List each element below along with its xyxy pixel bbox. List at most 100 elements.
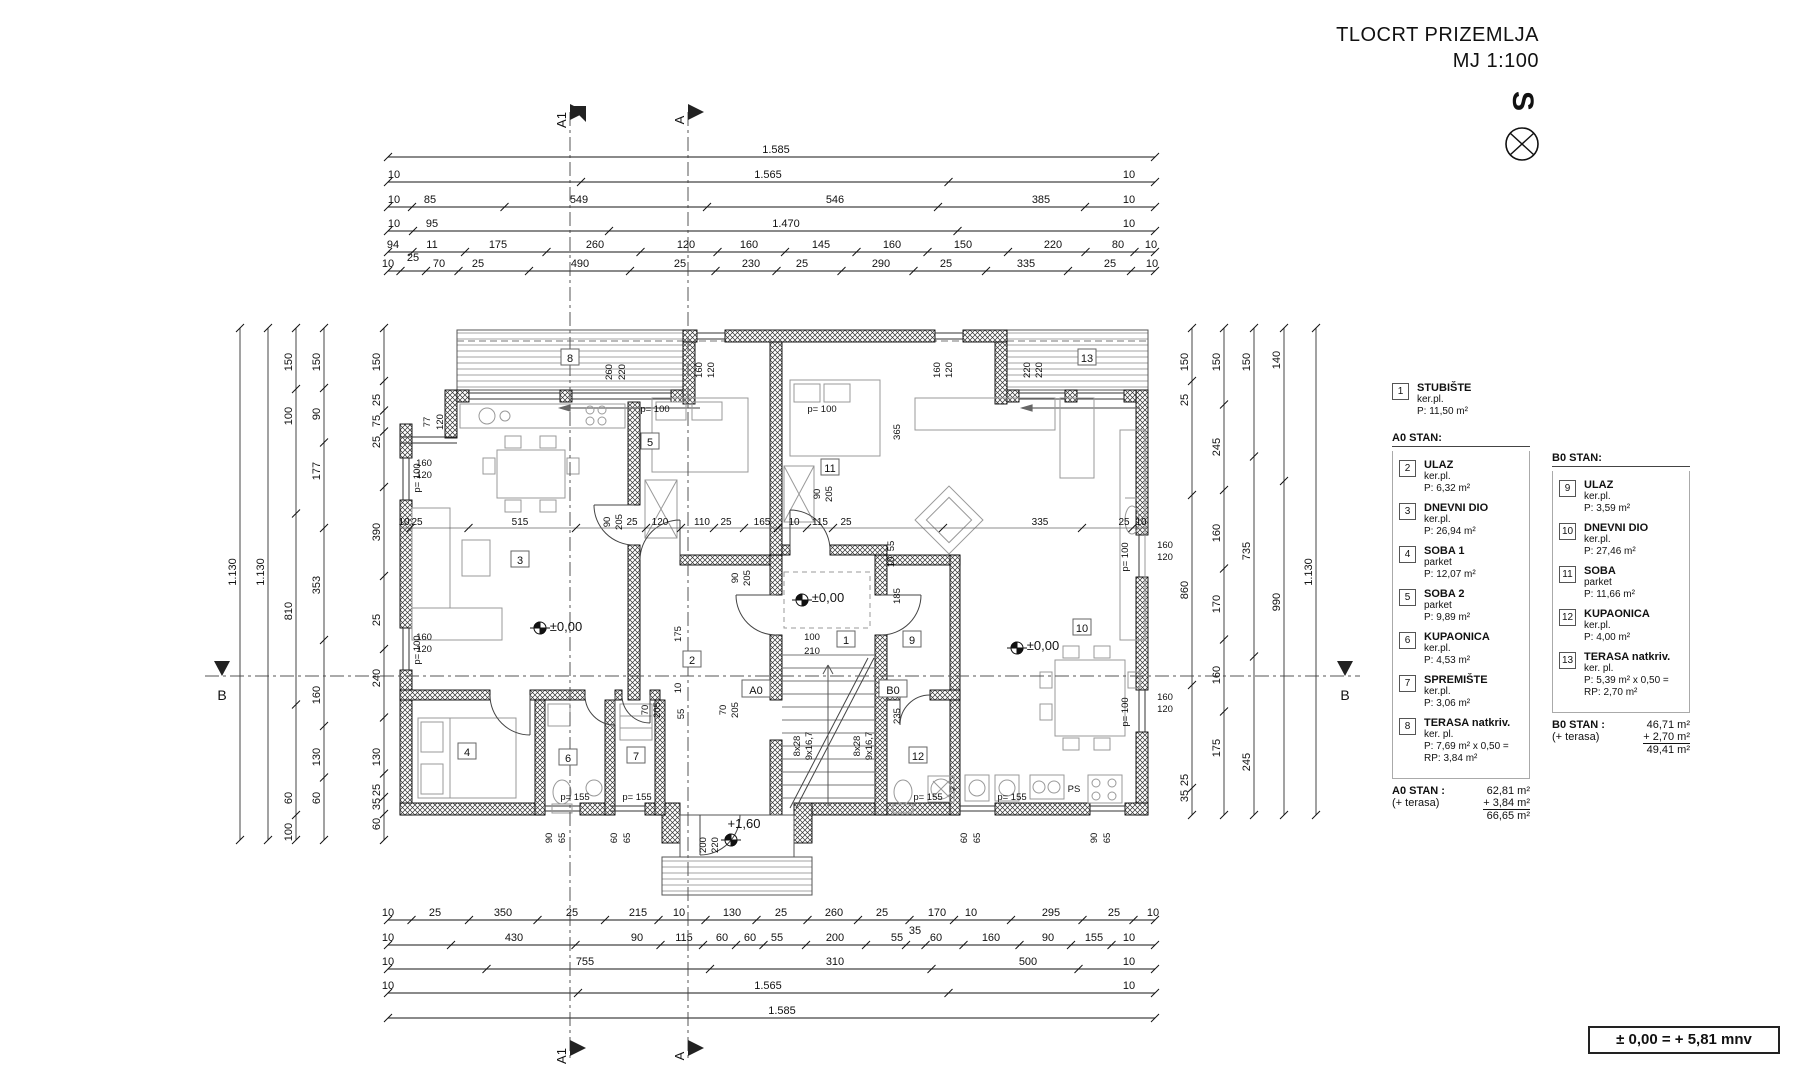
legend-item-name: ULAZ bbox=[1424, 459, 1454, 471]
doors bbox=[489, 504, 931, 856]
legend-item-number: 9 bbox=[1559, 480, 1576, 497]
plan-annotation: 365 bbox=[892, 424, 903, 440]
section-marker-a1-top: A1 bbox=[554, 104, 586, 128]
plan-annotation: p= 100 bbox=[412, 463, 423, 492]
dim-tick bbox=[379, 406, 389, 415]
room-number-box bbox=[510, 550, 530, 568]
dim-tick bbox=[383, 202, 393, 212]
plan-annotation: 160 bbox=[932, 362, 943, 378]
dim-tick bbox=[944, 177, 953, 187]
dim-label: 10 bbox=[1146, 258, 1158, 270]
dim-tick bbox=[446, 940, 456, 950]
legend-item-detail: ker.pl. bbox=[1424, 686, 1451, 697]
legend-item-name: TERASA natkriv. bbox=[1424, 717, 1511, 729]
plan-annotation: * bbox=[952, 786, 956, 797]
dim-label: 60 bbox=[716, 932, 728, 944]
elevation-label: ±0,00 bbox=[1027, 638, 1059, 653]
dim-tick bbox=[731, 940, 741, 950]
dim-tick bbox=[379, 835, 389, 845]
dim-label: 10 bbox=[1123, 218, 1135, 230]
legend-item-name: STUBIŠTE bbox=[1417, 382, 1472, 394]
dim-label: 1.585 bbox=[762, 144, 790, 156]
dim-tick bbox=[383, 152, 393, 162]
dim-label: 215 bbox=[629, 907, 647, 919]
dim-label: 145 bbox=[812, 239, 830, 251]
dim-tick bbox=[1249, 810, 1259, 820]
dim-tick bbox=[1219, 323, 1229, 333]
legend-item-number: 1 bbox=[1392, 383, 1409, 400]
legend-item-number: 5 bbox=[1399, 589, 1416, 606]
dim-tick bbox=[573, 988, 583, 998]
room-number: 1 bbox=[843, 635, 849, 647]
dim-tick bbox=[1150, 202, 1160, 212]
dim-tick bbox=[319, 438, 329, 447]
dim-tick bbox=[1150, 964, 1160, 974]
legend-item-detail: P: 5,39 m² x 0,50 = bbox=[1584, 675, 1669, 686]
dim-tick bbox=[319, 635, 329, 645]
plan-annotation: 8x28 bbox=[852, 736, 863, 757]
dim-tick bbox=[291, 700, 301, 709]
legend-item-detail: P: 11,50 m² bbox=[1417, 406, 1468, 417]
dim-tick bbox=[944, 988, 953, 998]
dim-label: 130 bbox=[371, 748, 383, 766]
windows bbox=[400, 332, 1146, 812]
compass-icon bbox=[1505, 127, 1539, 161]
dim-tick bbox=[383, 177, 393, 187]
dim-tick bbox=[379, 792, 389, 802]
legend-item-detail: ker.pl. bbox=[1584, 534, 1611, 545]
dim-tick bbox=[291, 835, 301, 845]
room-number-box bbox=[836, 630, 856, 648]
dim-tick bbox=[1126, 266, 1136, 276]
dim-tick bbox=[319, 835, 329, 845]
dim-tick bbox=[1249, 452, 1259, 461]
dim-tick bbox=[482, 964, 491, 974]
dim-tick bbox=[571, 940, 580, 950]
dim-label: 75 bbox=[371, 415, 383, 427]
room-number-box bbox=[457, 742, 477, 760]
dim-label: 25 bbox=[429, 907, 441, 919]
dim-label: 860 bbox=[1179, 581, 1191, 599]
dim-label: 290 bbox=[872, 258, 890, 270]
section-marker-b-right: B bbox=[1337, 661, 1353, 703]
dim-label: 10 bbox=[1123, 980, 1135, 992]
legend-item-detail: parket bbox=[1424, 600, 1452, 611]
dim-label: 10 bbox=[1123, 932, 1135, 944]
legend-item-detail: P: 4,00 m² bbox=[1584, 632, 1631, 643]
plan-annotation: 220 bbox=[1034, 362, 1045, 378]
dim-tick bbox=[263, 323, 273, 333]
legend-item-name: KUPAONICA bbox=[1584, 608, 1650, 620]
dim-label: 10 bbox=[382, 956, 394, 968]
plan-annotation: 210 bbox=[804, 646, 820, 657]
plan-annotation: 120 bbox=[435, 414, 446, 430]
dim-label: 220 bbox=[1044, 239, 1062, 251]
room-number-box bbox=[902, 630, 922, 648]
room-number-box bbox=[640, 432, 660, 450]
dim-tick bbox=[1311, 810, 1321, 820]
dim-tick bbox=[407, 915, 416, 925]
dim-label: 175 bbox=[489, 239, 507, 251]
legend-item-name: SOBA bbox=[1584, 565, 1616, 577]
dim-label: 353 bbox=[311, 576, 323, 594]
dim-tick bbox=[739, 523, 749, 533]
dim-label: 150 bbox=[1179, 353, 1191, 371]
legend-item-detail: ker.pl. bbox=[1424, 514, 1451, 525]
terrace-value: + 3,84 m² bbox=[1483, 797, 1530, 810]
dim-label: 230 bbox=[742, 258, 760, 270]
dim-tick bbox=[408, 247, 417, 257]
dim-label: 150 bbox=[283, 353, 295, 371]
dim-tick bbox=[542, 247, 551, 257]
dim-label: 260 bbox=[586, 239, 604, 251]
dim-label: 25 bbox=[1108, 907, 1120, 919]
dim-tick bbox=[853, 915, 863, 925]
dim-label: 10 bbox=[1123, 194, 1135, 206]
dim-label: 295 bbox=[1042, 907, 1060, 919]
dim-tick bbox=[406, 523, 415, 533]
dim-tick bbox=[571, 523, 581, 533]
dim-tick bbox=[319, 721, 329, 731]
legend-item-detail: P: 27,46 m² bbox=[1584, 546, 1636, 557]
legend-item-detail: P: 12,07 m² bbox=[1424, 569, 1476, 580]
dim-tick bbox=[656, 940, 665, 950]
